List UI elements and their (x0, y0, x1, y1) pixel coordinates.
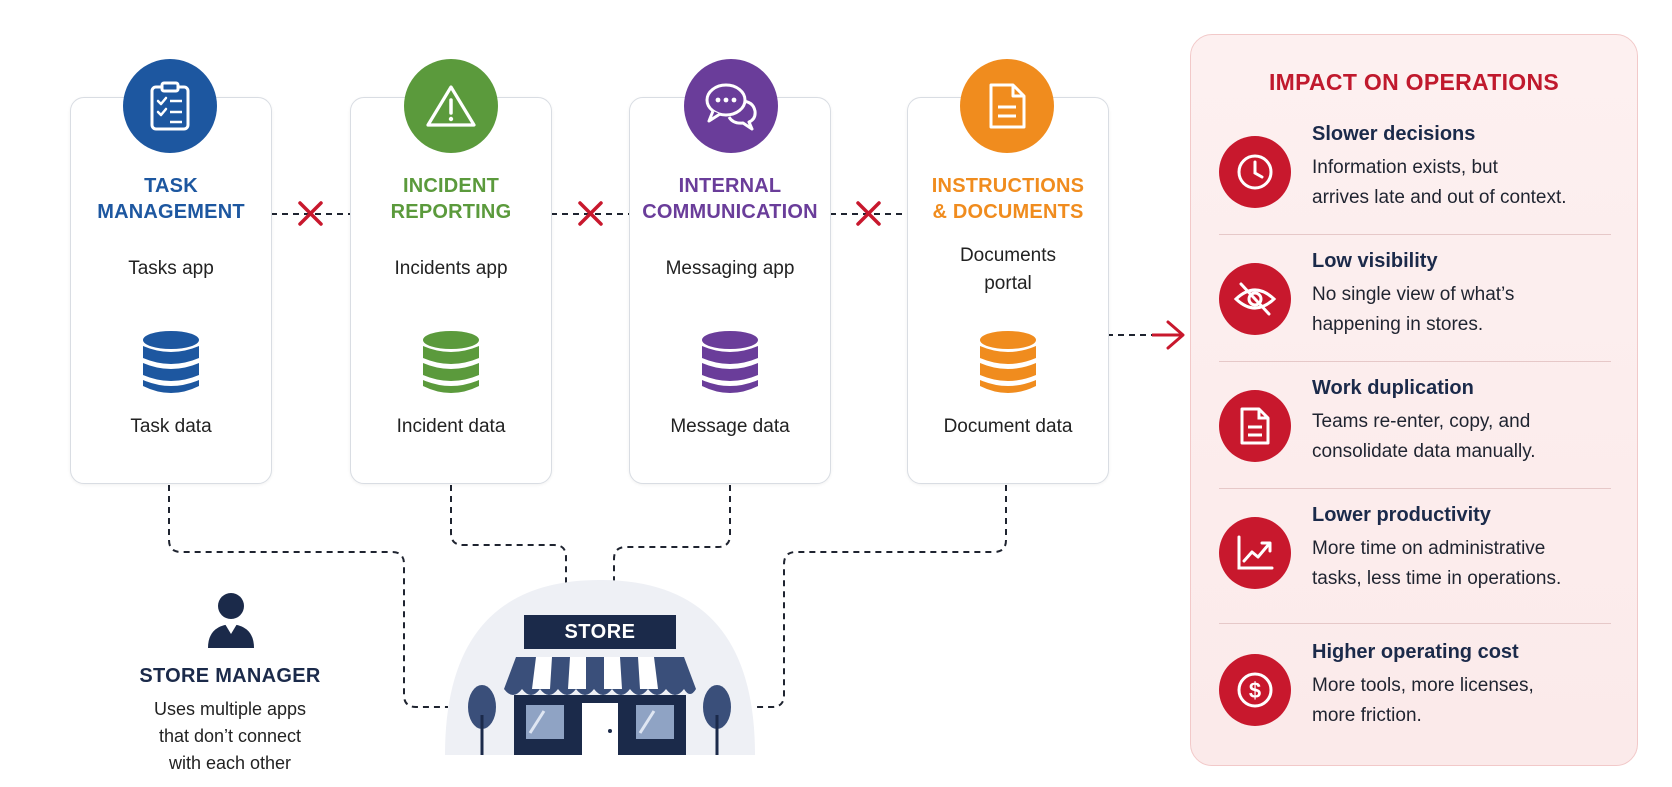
impact-item-slower-decisions: Slower decisions Information exists, but… (1219, 123, 1611, 250)
card-title: TASK MANAGEMENT (97, 175, 245, 223)
data-label: Task data (130, 416, 212, 437)
trend-chart-icon (1219, 517, 1291, 589)
impact-heading: Work duplication (1312, 377, 1474, 399)
database-icon (702, 331, 758, 393)
divider (1219, 361, 1611, 362)
warning-triangle-icon (404, 59, 498, 153)
impact-description: Teams re-enter, copy, and consolidate da… (1312, 411, 1536, 462)
card-title: INTERNAL COMMUNICATION (642, 175, 818, 223)
impact-description: More tools, more licenses, more friction… (1312, 675, 1534, 726)
impact-item-low-visibility: Low visibility No single view of what’s … (1219, 250, 1611, 377)
app-label: Documents portal (959, 245, 1057, 294)
impact-item-higher-operating-cost: $ Higher operating cost More tools, more… (1219, 641, 1611, 768)
card-incident-reporting: INCIDENT REPORTING Incidents app Inciden… (350, 97, 552, 484)
dollar-coin-icon: $ (1219, 654, 1291, 726)
divider (1219, 488, 1611, 489)
chat-bubbles-icon (684, 59, 778, 153)
impact-item-work-duplication: Work duplication Teams re-enter, copy, a… (1219, 377, 1611, 504)
store-illustration: STORE (440, 575, 760, 755)
store-manager-description: Uses multiple apps that don’t connect wi… (153, 699, 307, 773)
app-label: Messaging app (665, 258, 795, 279)
impact-description: More time on administrative tasks, less … (1312, 538, 1562, 589)
impact-heading: Low visibility (1312, 250, 1438, 272)
card-internal-communication: INTERNAL COMMUNICATION Messaging app Mes… (629, 97, 831, 484)
divider (1219, 623, 1611, 624)
database-icon (143, 331, 199, 393)
data-label: Document data (943, 416, 1073, 437)
divider (1219, 234, 1611, 235)
app-label: Tasks app (128, 258, 214, 279)
disconnected-x-icon (856, 201, 881, 226)
card-title: INSTRUCTIONS & DOCUMENTS (931, 175, 1085, 223)
impact-description: No single view of what’s happening in st… (1312, 284, 1515, 335)
person-icon (208, 593, 254, 648)
card-title: INCIDENT REPORTING (390, 175, 512, 223)
impact-panel: IMPACT ON OPERATIONS Slower decisions In… (1190, 34, 1638, 766)
document-icon (960, 59, 1054, 153)
impact-heading: Higher operating cost (1312, 641, 1519, 663)
impact-item-lower-productivity: Lower productivity More time on administ… (1219, 504, 1611, 631)
eye-slash-icon (1219, 263, 1291, 335)
impact-panel-title: IMPACT ON OPERATIONS (1268, 69, 1560, 95)
document-icon (1219, 390, 1291, 462)
impact-heading: Lower productivity (1312, 504, 1491, 526)
data-label: Incident data (396, 416, 506, 437)
clock-icon (1219, 136, 1291, 208)
impact-heading: Slower decisions (1312, 123, 1476, 145)
disconnected-x-icon (578, 201, 603, 226)
arrow-right-icon (1150, 320, 1184, 350)
card-task-management: TASK MANAGEMENT Tasks app Task data (70, 97, 272, 484)
card-instructions-documents: INSTRUCTIONS & DOCUMENTS Documents porta… (907, 97, 1109, 484)
impact-description: Information exists, but arrives late and… (1312, 157, 1567, 208)
database-icon (423, 331, 479, 393)
store-sign: STORE (524, 615, 676, 649)
store-manager-title: STORE MANAGER (139, 665, 321, 687)
database-icon (980, 331, 1036, 393)
svg-text:$: $ (1249, 678, 1261, 703)
disconnected-x-icon (298, 201, 323, 226)
app-label: Incidents app (394, 258, 508, 279)
clipboard-checklist-icon (123, 59, 217, 153)
data-label: Message data (670, 416, 790, 437)
